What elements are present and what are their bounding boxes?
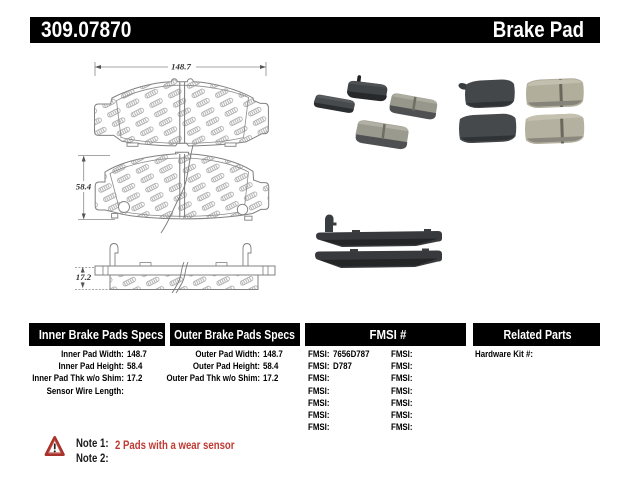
- svg-text:148.7: 148.7: [171, 62, 191, 72]
- svg-text:58.4: 58.4: [76, 181, 92, 191]
- svg-text:17.2: 17.2: [76, 272, 92, 282]
